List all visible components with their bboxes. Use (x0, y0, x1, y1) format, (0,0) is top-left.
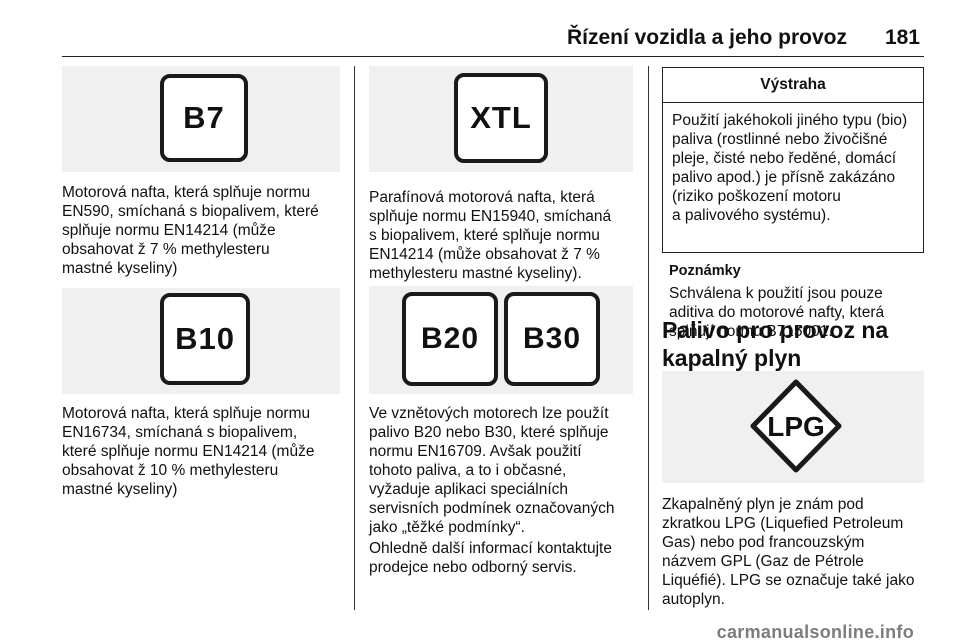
watermark: carmanualsonline.info (716, 622, 914, 642)
section-heading-lpg: Palivo pro provoz na kapalný plyn (662, 317, 889, 371)
paragraph-b20-b30: Ve vznětových motorech lze použít palivo… (369, 405, 615, 536)
fuel-label-lpg-diamond: LPG (750, 379, 842, 473)
paragraph-b7: Motorová nafta, která splňuje normu EN59… (62, 184, 319, 277)
fuel-label-lpg: LPG (767, 411, 825, 442)
fuel-label-xtl: XTL (454, 73, 548, 163)
note-title: Poznámky (669, 263, 741, 279)
header-rule (62, 56, 924, 57)
paragraph-contact: Ohledně další informací kontaktujte prod… (369, 540, 612, 576)
fuel-label-b30: B30 (504, 292, 600, 386)
paragraph-lpg: Zkapalněný plyn je znám pod zkratkou LPG… (662, 496, 915, 608)
fuel-label-b7: B7 (160, 74, 248, 162)
warning-text: Použití jakéhokoli jiného typu (bio) pal… (672, 112, 908, 224)
fuel-label-xtl-image: XTL (369, 66, 633, 172)
fuel-label-b10: B10 (160, 293, 250, 385)
paragraph-b10: Motorová nafta, která splňuje normu EN16… (62, 405, 315, 498)
page-header: Řízení vozidla a jeho provoz 181 (0, 0, 960, 60)
column-divider-2 (648, 66, 649, 610)
fuel-label-b10-image: B10 (62, 288, 340, 394)
fuel-label-b7-image: B7 (62, 66, 340, 172)
warning-title: Výstraha (663, 68, 923, 103)
fuel-label-b20-b30-image: B20 B30 (369, 286, 633, 394)
page-number: 181 (884, 26, 920, 49)
fuel-label-b20: B20 (402, 292, 498, 386)
warning-box: Výstraha Použití jakéhokoli jiného typu … (662, 67, 924, 253)
paragraph-xtl: Parafínová motorová nafta, která splňuje… (369, 189, 612, 282)
page-title: Řízení vozidla a jeho provoz (566, 26, 847, 49)
note-text: Schválena k použití jsou pouze aditiva d… (669, 285, 885, 340)
column-divider-1 (354, 66, 355, 610)
